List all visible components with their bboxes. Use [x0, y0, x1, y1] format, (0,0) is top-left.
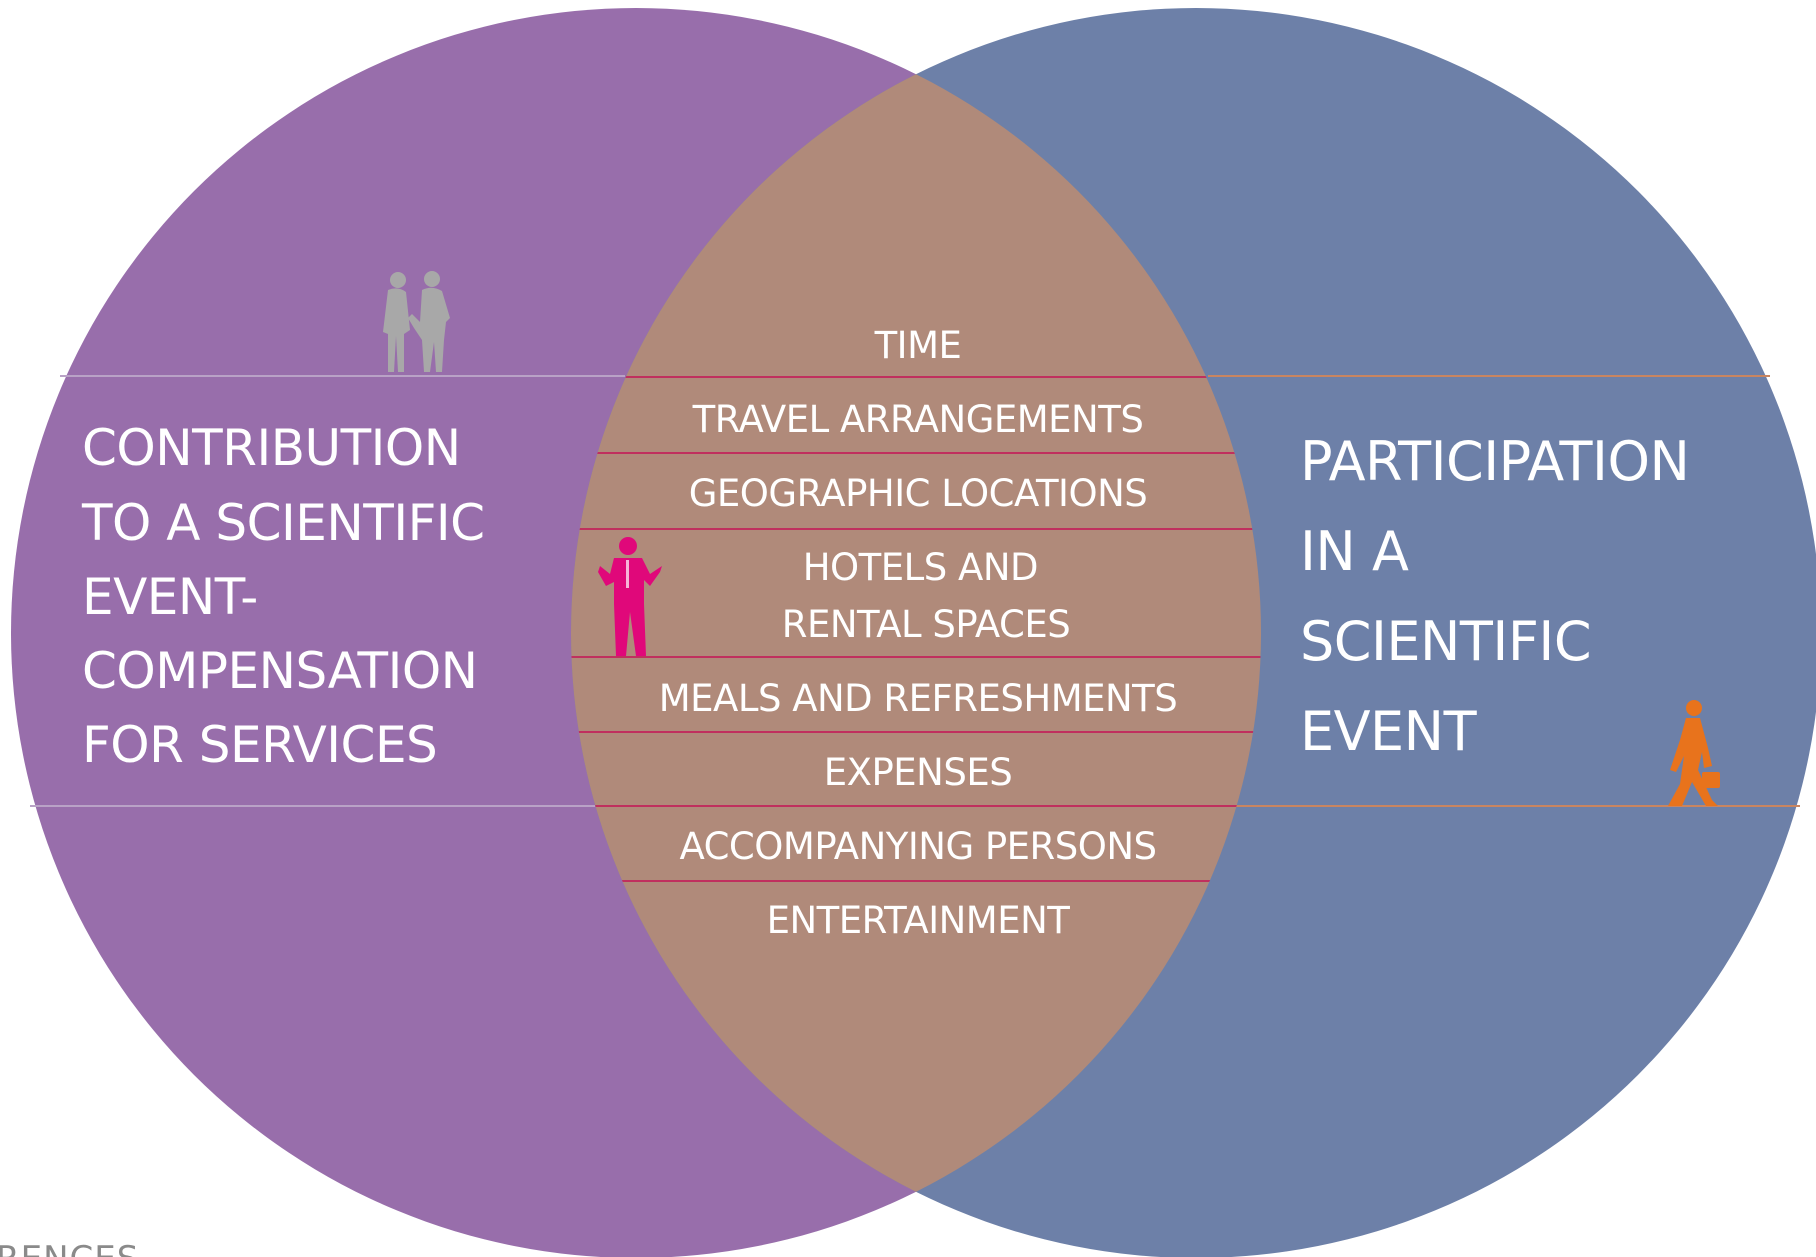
corner-text: RENCES: [0, 1239, 139, 1257]
right-label: PARTICIPATION IN A SCIENTIFIC EVENT: [1300, 430, 1706, 763]
overlap-item-accompanying: ACCOMPANYING PERSONS: [679, 825, 1156, 868]
overlap-region: [571, 8, 1261, 1257]
left-label-line: COMPENSATION: [82, 642, 478, 700]
overlap-item-geographic: GEOGRAPHIC LOCATIONS: [689, 472, 1148, 515]
right-label-line: SCIENTIFIC: [1300, 610, 1591, 673]
left-label-line: TO A SCIENTIFIC: [81, 494, 485, 552]
overlap-item-hotels: HOTELS AND RENTAL SPACES: [782, 546, 1070, 646]
overlap-item-expenses: EXPENSES: [824, 751, 1012, 794]
two-people-talking-icon: [383, 271, 450, 372]
right-label-line: EVENT: [1300, 700, 1478, 763]
overlap-items: TIME TRAVEL ARRANGEMENTS GEOGRAPHIC LOCA…: [659, 324, 1178, 942]
walking-businessman-icon: [1668, 700, 1720, 806]
right-label-line: PARTICIPATION: [1300, 430, 1689, 493]
overlap-dividers: [571, 376, 1261, 882]
right-label-line: IN A: [1300, 520, 1409, 583]
presenter-icon: [598, 537, 662, 656]
left-label: CONTRIBUTION TO A SCIENTIFIC EVENT- COMP…: [81, 419, 500, 774]
left-label-line: EVENT-: [82, 568, 258, 626]
left-label-line: FOR SERVICES: [82, 716, 437, 774]
left-band-lines: [30, 375, 625, 807]
overlap-item-line: RENTAL SPACES: [782, 603, 1070, 646]
overlap-item-line: HOTELS AND: [803, 546, 1038, 589]
left-label-line: CONTRIBUTION: [82, 419, 461, 477]
overlap-item-entertainment: ENTERTAINMENT: [767, 899, 1071, 942]
overlap-item-time: TIME: [874, 324, 962, 367]
overlap-item-meals: MEALS AND REFRESHMENTS: [659, 677, 1178, 720]
overlap-item-travel: TRAVEL ARRANGEMENTS: [692, 398, 1144, 441]
